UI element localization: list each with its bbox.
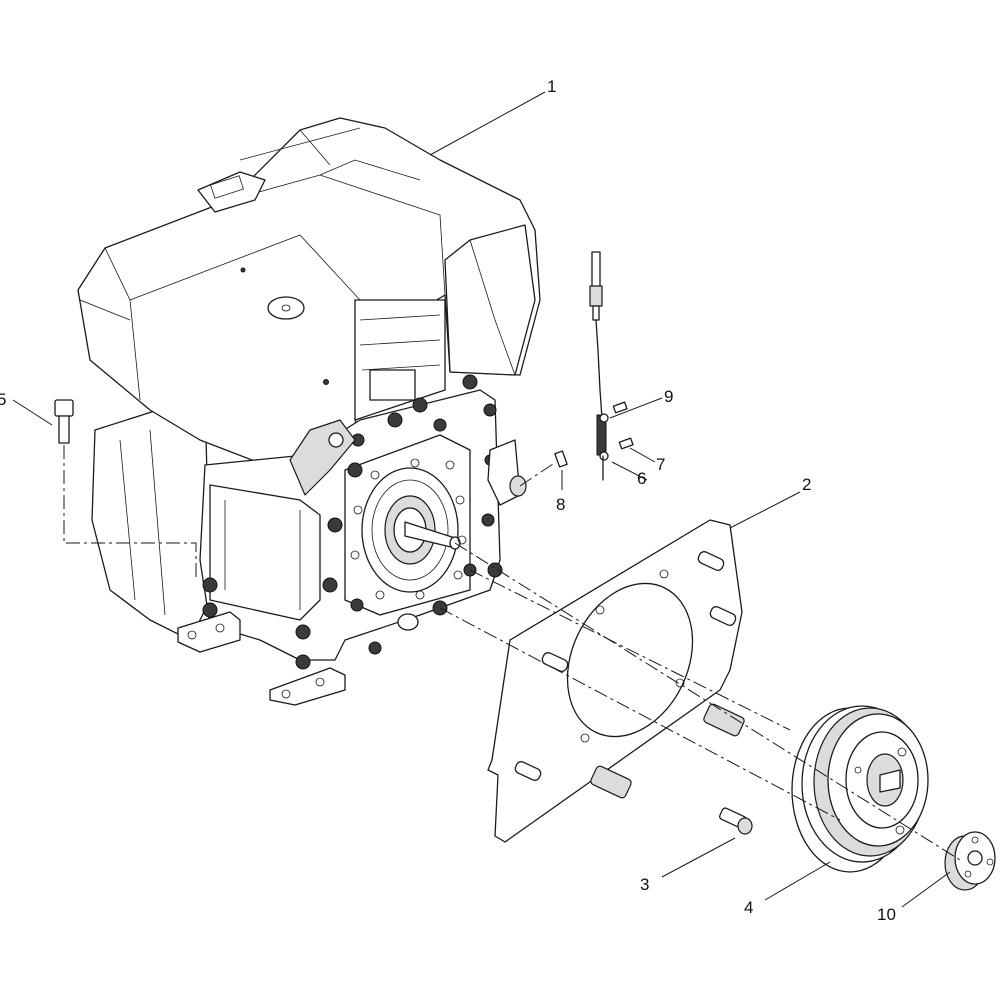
- callout-8: 8: [556, 495, 565, 514]
- callout-3: 3: [640, 875, 649, 894]
- engine-assembly: [77, 117, 541, 706]
- callout-2: 2: [802, 475, 811, 494]
- taper-bushing-10: [944, 831, 996, 891]
- callout-7: 7: [656, 455, 665, 474]
- callout-1: 1: [547, 77, 556, 96]
- callout-9: 9: [664, 387, 673, 406]
- pulley-4: [791, 705, 929, 873]
- leader-lines: [12, 91, 951, 908]
- mounting-plate-2: [487, 519, 745, 843]
- callout-10: 10: [877, 905, 896, 924]
- alignment-lines: [63, 445, 961, 861]
- cable-assembly: [589, 251, 609, 481]
- callout-labels: 1 2 3 4 5 6 7 8 9 10: [0, 77, 896, 924]
- bolt-5: [54, 399, 74, 444]
- pin-8: [554, 450, 568, 468]
- screw-7: [618, 437, 634, 450]
- bolt-3: [719, 807, 753, 835]
- callout-5: 5: [0, 390, 6, 409]
- callout-6: 6: [637, 469, 646, 488]
- screw-9: [612, 401, 628, 414]
- callout-4: 4: [744, 898, 753, 917]
